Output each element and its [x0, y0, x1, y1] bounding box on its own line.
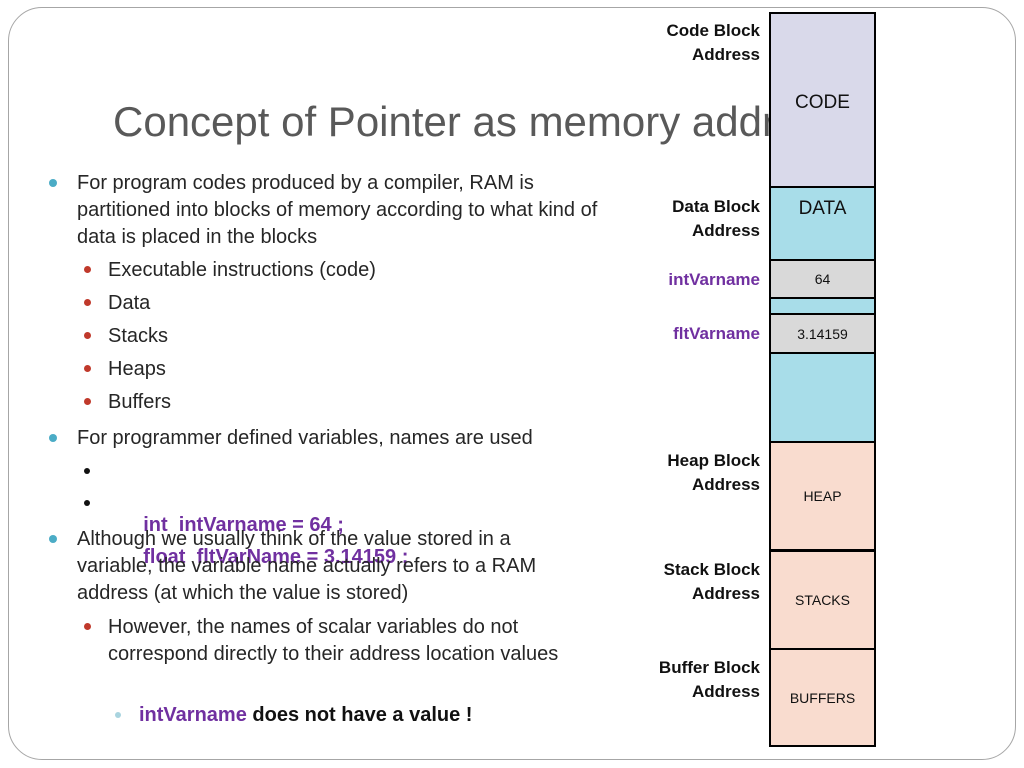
memory-column: [769, 12, 876, 747]
code-address-label: Code Block Address: [666, 21, 760, 64]
int-var-cell: 64: [771, 261, 874, 299]
code-block: CODE: [771, 14, 874, 188]
flt-var-value: 3.14159: [797, 325, 848, 342]
bullet-marker: [84, 623, 91, 630]
buffer-block-label: BUFFERS: [789, 689, 856, 706]
slide-title: Concept of Pointer as memory address: [113, 98, 842, 145]
stack-address-label: Stack Block Address: [663, 560, 760, 603]
sub-sub-bullet: intVarname does not have a value !: [115, 702, 599, 729]
sub-bullet: Heaps: [84, 356, 598, 383]
sub-bullet: Stacks: [84, 323, 598, 350]
data-address-label: Data Block Address: [672, 197, 760, 240]
stack-block-label: STACKS: [795, 592, 850, 608]
sub-bullet-scalar: However, the names of scalar variables d…: [84, 614, 588, 668]
stack-block: STACKS: [771, 552, 874, 650]
sub-bullet: Data: [84, 290, 598, 317]
flt-var-cell: 3.14159: [771, 315, 874, 354]
int-var-name-label: intVarname: [668, 270, 760, 289]
data-block-label: DATA: [798, 198, 847, 219]
bullet-marker: [84, 500, 90, 506]
code-example-float: float fltVarName = 3.14159 ;: [84, 490, 611, 598]
bullet-marker: [84, 266, 91, 273]
flt-var-name-label: fltVarname: [673, 324, 760, 343]
bullet-variable-address: Although we usually think of the value s…: [49, 526, 587, 607]
buffer-address-label: Buffer Block Address: [658, 658, 760, 701]
bullet-marker: [84, 365, 91, 372]
bullet-marker: [49, 434, 57, 442]
heap-address-label: Heap Block Address: [667, 451, 760, 494]
data-block: DATA: [771, 188, 874, 261]
slide-frame: [8, 7, 1016, 760]
buffer-block: BUFFERS: [771, 650, 874, 745]
sub-bullet: Buffers: [84, 389, 598, 416]
int-var-value: 64: [814, 271, 831, 287]
bullet-marker: [49, 179, 57, 187]
sub-bullet: Executable instructions (code): [84, 257, 598, 284]
bullet-marker: [84, 332, 91, 339]
bullet-marker: [49, 535, 57, 543]
bullet-marker: [115, 712, 121, 718]
bullet-marker: [84, 398, 91, 405]
heap-block-label: HEAP: [803, 488, 842, 504]
bullet-ram-partition: For program codes produced by a compiler…: [49, 170, 607, 251]
bullet-programmer-vars: For programmer defined variables, names …: [49, 425, 607, 452]
data-remainder-cell: [771, 354, 874, 443]
bullet-marker: [84, 299, 91, 306]
bullet-marker: [84, 468, 90, 474]
code-example-int: int intVarname = 64 ;: [84, 458, 611, 566]
data-gap-cell: [771, 299, 874, 315]
code-block-label: CODE: [795, 92, 850, 113]
heap-block: HEAP: [771, 443, 874, 552]
